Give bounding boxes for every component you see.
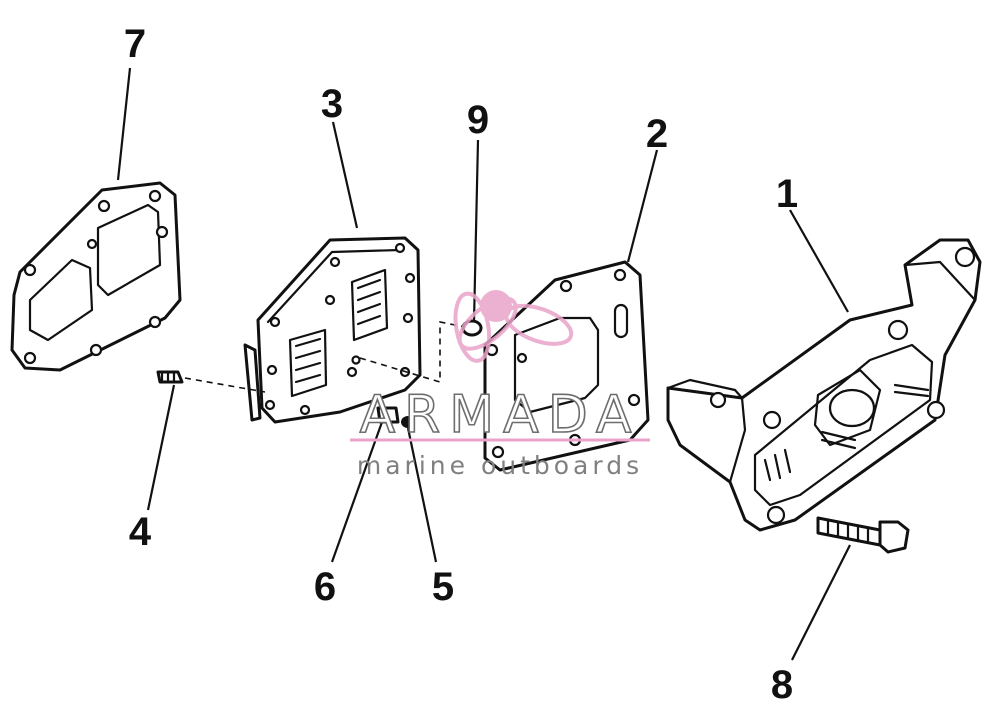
alignment-line-9 [359,321,466,384]
part-2-gasket [483,260,650,472]
leader-2 [626,149,659,263]
callout-9: 9 [467,98,489,142]
leader-6 [330,421,384,563]
callout-8: 8 [771,663,793,707]
part-1-housing [666,238,982,532]
watermark-tagline: marine outboards [357,451,643,480]
propeller-logo-icon [453,290,574,363]
leader-1 [789,209,849,313]
leader-4 [146,384,176,511]
part-8-bolt [816,516,910,554]
part-5-stop [401,416,415,428]
leader-7 [116,67,132,181]
leader-8 [791,544,851,661]
leader-9 [472,139,480,323]
reed-block-right [350,268,389,342]
alignment-line-4 [184,377,266,393]
part-4-screw [156,370,184,384]
watermark: ARMADA marine outboards [350,290,650,480]
part-6-pin [376,406,400,424]
callout-7: 7 [124,22,146,66]
part-7-gasket [10,181,182,372]
leader-5 [406,427,438,563]
reed-block-left [288,328,328,398]
part-3-reed-plate [243,236,422,424]
leader-3 [331,121,359,229]
callout-3: 3 [321,82,343,126]
watermark-brand: ARMADA [360,385,641,445]
callout-2: 2 [646,112,668,156]
callout-1: 1 [776,172,798,216]
callout-5: 5 [432,565,454,609]
callout-6: 6 [314,565,336,609]
callout-4: 4 [129,510,152,554]
